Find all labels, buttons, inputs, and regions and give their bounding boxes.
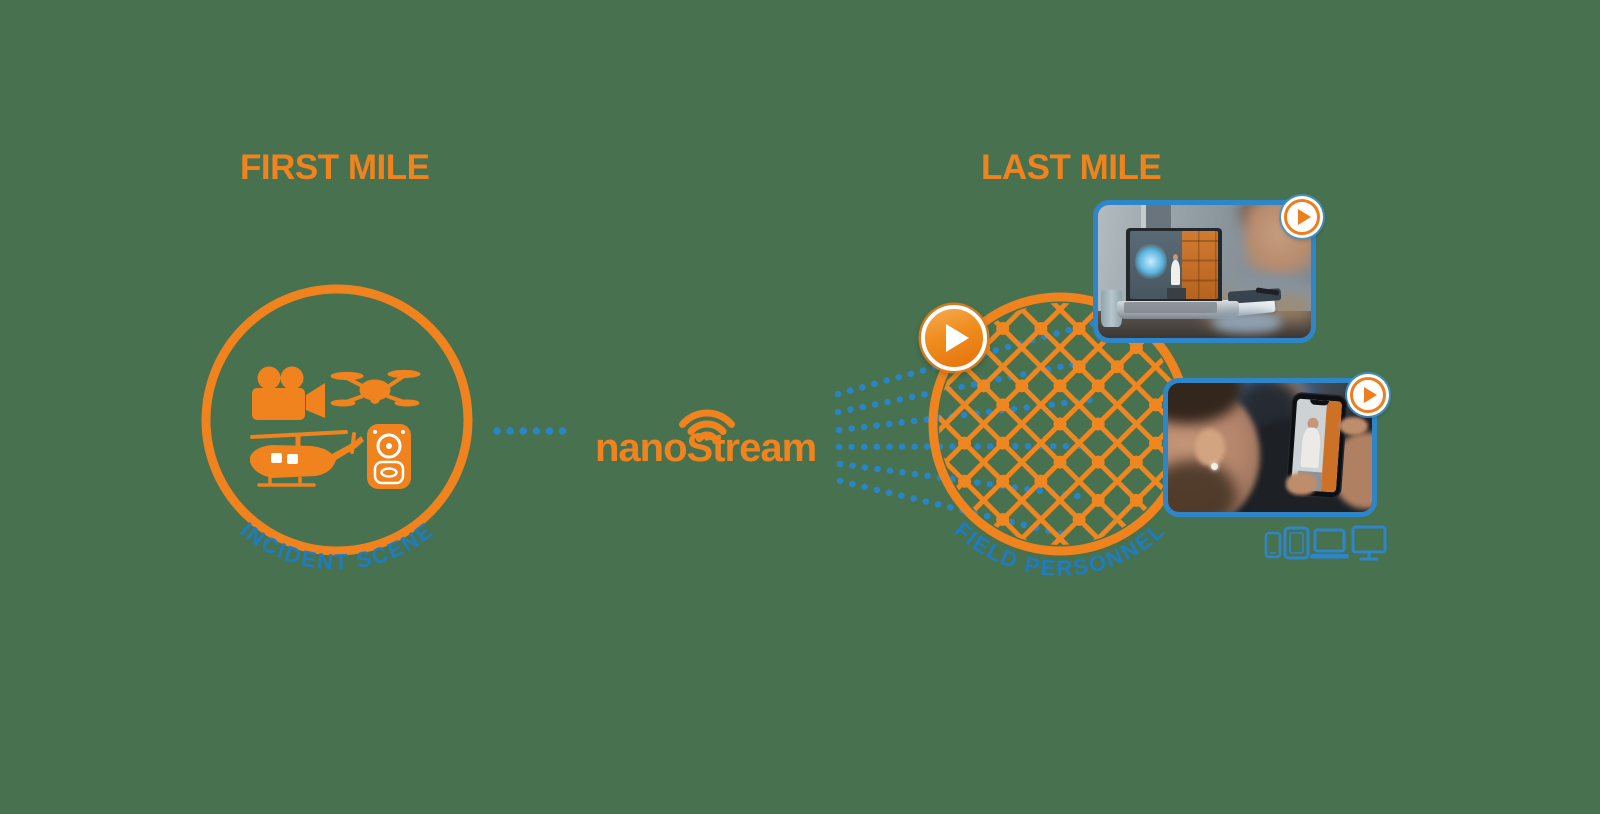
play-icon	[946, 324, 969, 352]
phone-photo-play-button[interactable]	[1347, 374, 1389, 416]
stream-on-laptop	[1129, 231, 1218, 300]
device-icons-row	[1264, 525, 1387, 561]
monitor-icon	[1351, 525, 1387, 561]
helicopter-icon	[250, 430, 364, 487]
laptop-photo-play-button[interactable]	[1281, 196, 1323, 238]
smartphone-icon	[1264, 531, 1282, 559]
first-mile-heading: FIRST MILE	[240, 148, 430, 187]
presenter	[1170, 260, 1180, 285]
bodycam-icon	[367, 424, 411, 489]
globe-play-button[interactable]	[921, 305, 987, 371]
last-mile-heading: LAST MILE	[981, 148, 1162, 187]
laptop-icon	[1310, 528, 1349, 559]
incident-scene-circle	[201, 284, 473, 556]
phone-viewer-photo[interactable]	[1163, 378, 1377, 517]
drone-icon	[330, 369, 421, 407]
play-icon	[1364, 387, 1377, 403]
nanostream-logo-text: nanoStream	[595, 426, 817, 470]
tablet-icon	[1283, 526, 1310, 560]
wifi-icon	[679, 409, 735, 443]
laptop-viewer-photo[interactable]	[1093, 200, 1316, 343]
laptop-screen	[1125, 227, 1222, 303]
play-icon	[1298, 209, 1311, 225]
video-camera-icon	[252, 366, 325, 420]
presenter	[1301, 426, 1322, 468]
